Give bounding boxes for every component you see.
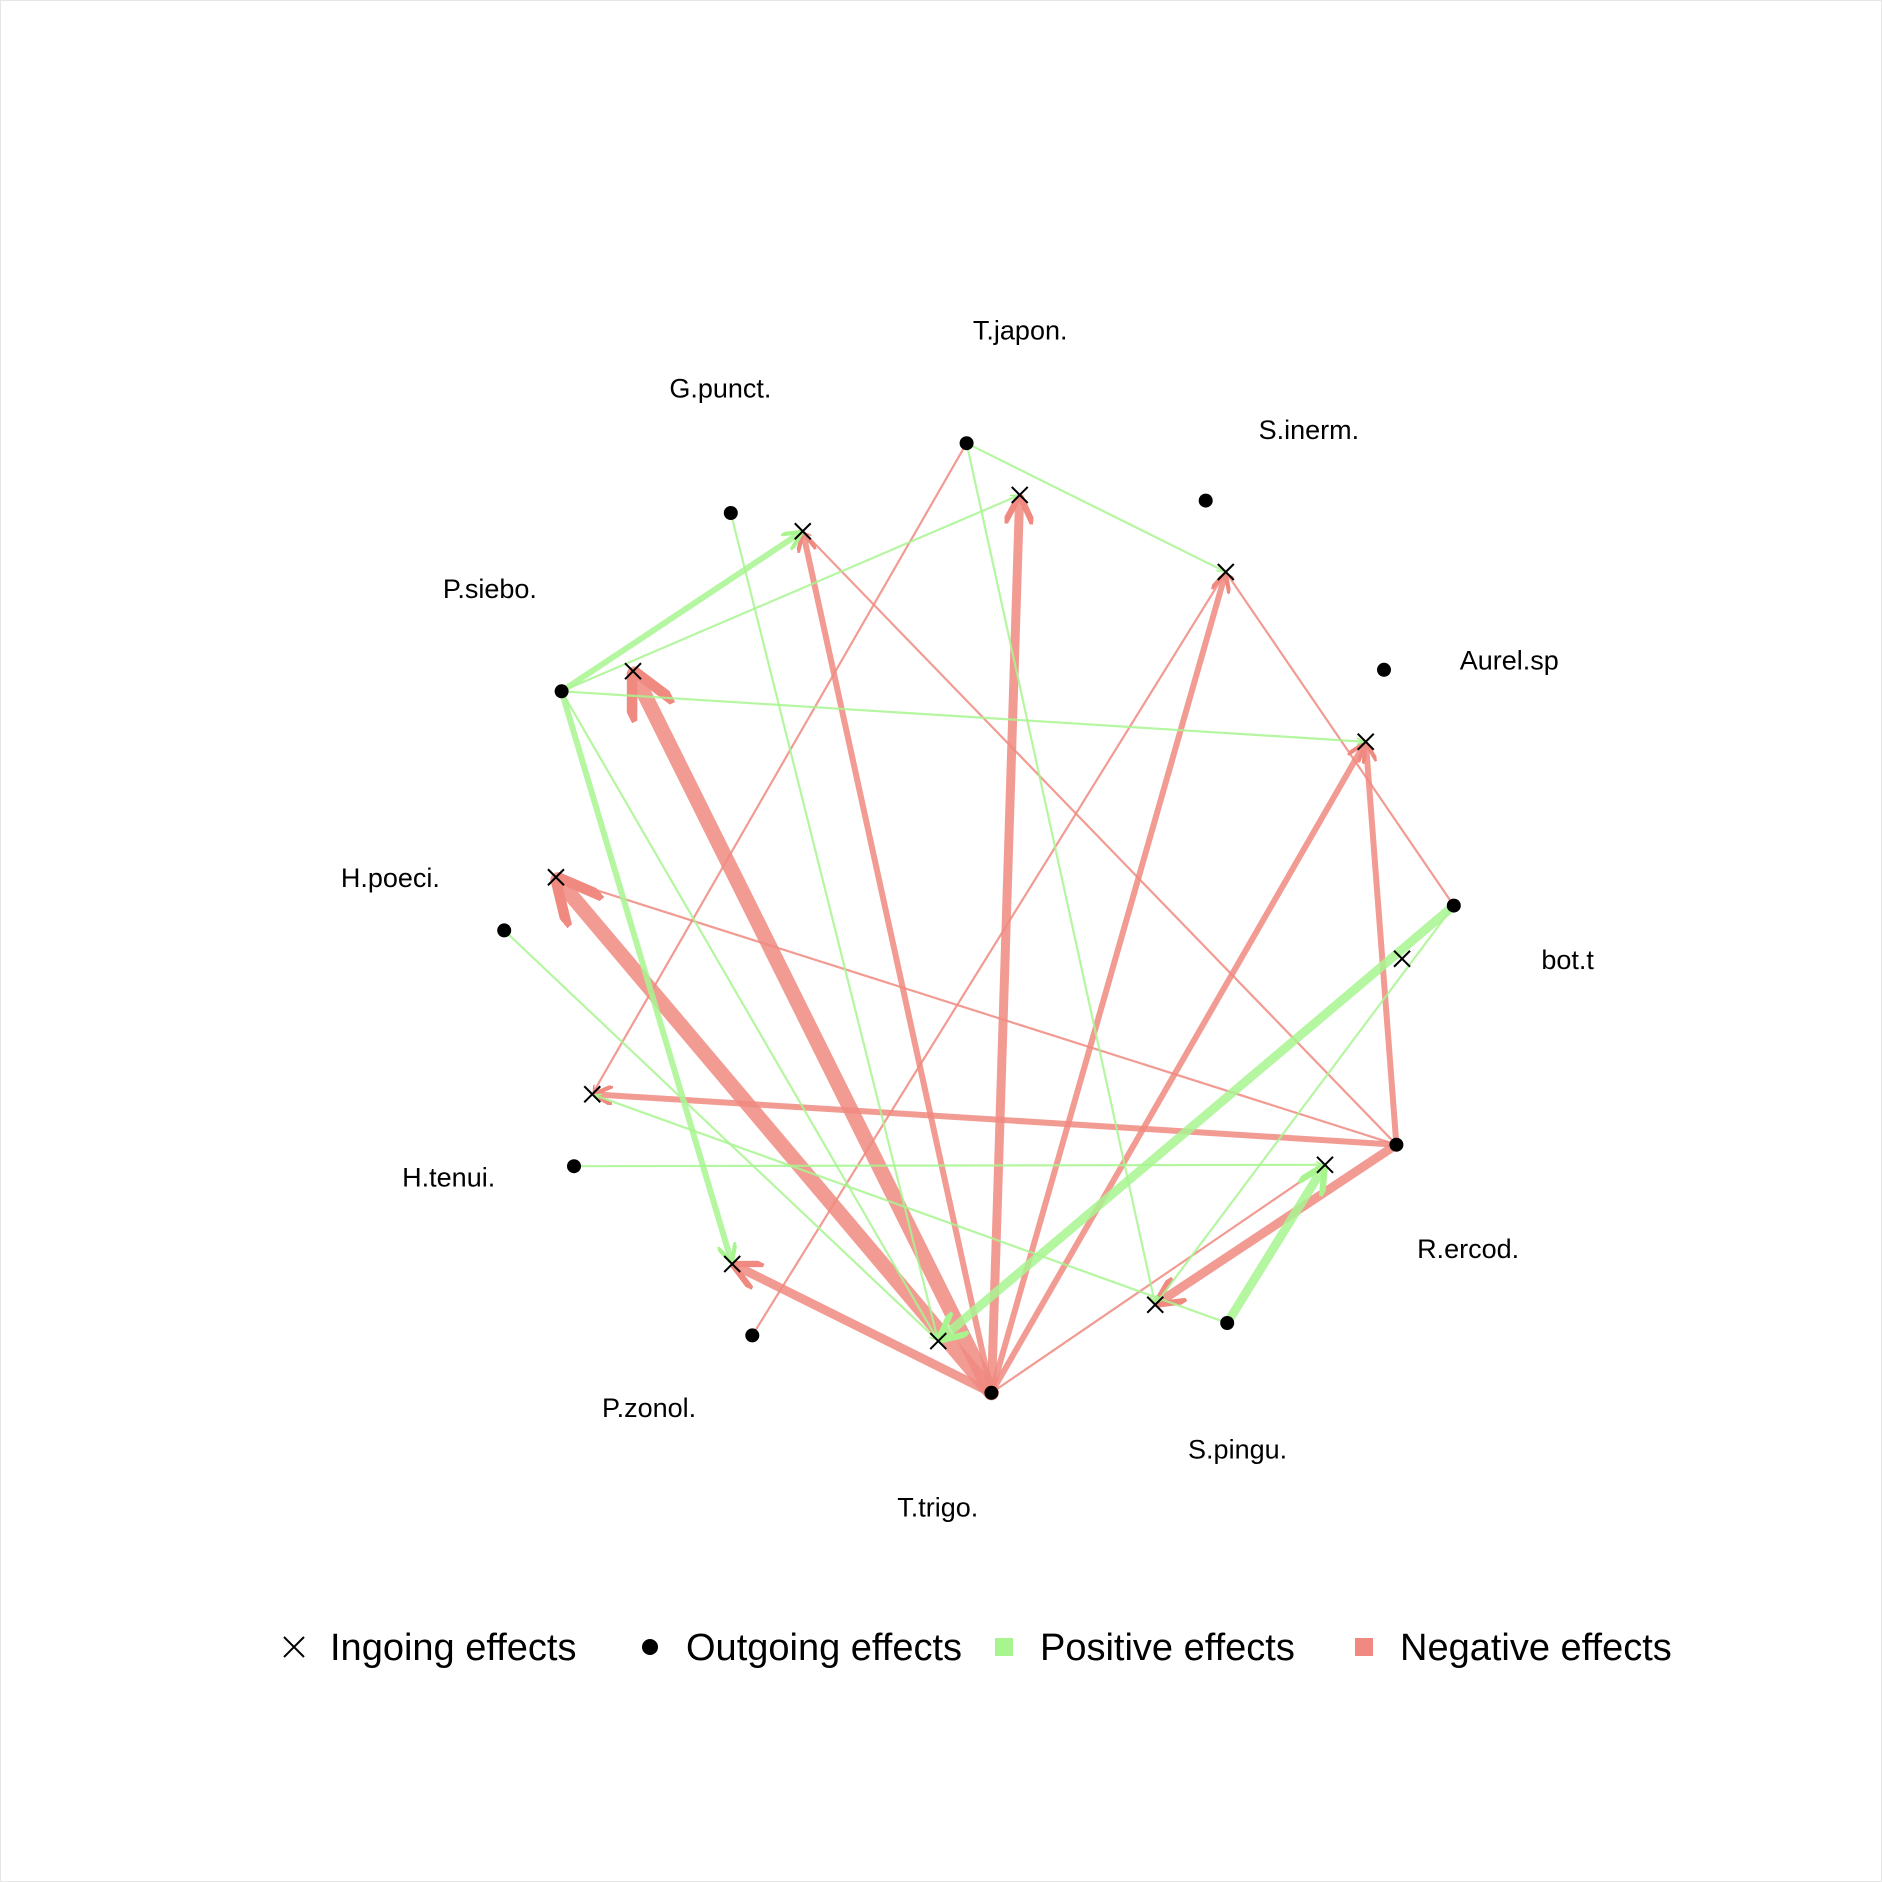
outgoing-dot-t-japon [959, 436, 974, 451]
legend-label: Ingoing effects [330, 1627, 576, 1669]
edge-p-zonol-to-s-inerm [751, 575, 1224, 1337]
legend-item-outgoing-effects: Outgoing effects [642, 1627, 962, 1669]
edge-p-siebo-to-aurel-sp [560, 690, 1364, 741]
ingoing-cross-h-tenui [583, 1085, 601, 1103]
outgoing-dot-s-inerm [1198, 493, 1213, 508]
edge-t-trigo-to-t-japon [986, 493, 1019, 1398]
legend: Ingoing effects Outgoing effects Positive … [283, 1627, 1672, 1669]
node-label-s-pingu: S.pingu. [1188, 1434, 1287, 1464]
ingoing-cross-h-poeci [547, 868, 565, 886]
ingoing-cross-r-ercod [1316, 1156, 1334, 1174]
edge-s-pingu-to-r-ercod [1222, 1167, 1323, 1328]
outgoing-dot-p-siebo [554, 684, 569, 699]
edge-t-trigo-to-p-siebo [634, 674, 999, 1401]
ingoing-cross-p-zonol [723, 1255, 741, 1273]
outgoing-dot-h-tenui [567, 1159, 581, 1174]
outgoing-dot-p-zonol [745, 1328, 760, 1343]
edge-p-siebo-to-g-punct [558, 533, 801, 695]
edge-t-trigo-to-s-inerm [988, 575, 1225, 1396]
ingoing-cross-s-pingu [1146, 1296, 1164, 1314]
ingoing-cross-p-siebo [624, 662, 642, 680]
node-label-bot-t: bot.t [1541, 945, 1594, 975]
ingoing-cross-aurel-sp [1357, 733, 1375, 751]
legend-label: Positive effects [1040, 1627, 1295, 1669]
edge-r-ercod-to-h-tenui [592, 1094, 1400, 1148]
node-label-aurel-sp: Aurel.sp [1460, 645, 1559, 675]
edge-g-punct-to-t-trigo [729, 511, 938, 1338]
edge-t-trigo-to-g-punct [803, 534, 995, 1396]
outgoing-dot-r-ercod [1389, 1137, 1404, 1152]
legend-item-ingoing-effects: Ingoing effects [283, 1627, 576, 1669]
node-label-t-japon: T.japon. [973, 315, 1068, 345]
outgoing-dot-g-punct [723, 506, 738, 520]
edge-p-siebo-to-t-trigo [560, 690, 937, 1338]
edge-r-ercod-to-s-pingu [1158, 1140, 1401, 1303]
outgoing-dot-t-trigo [984, 1385, 999, 1400]
node-label-t-trigo: T.trigo. [897, 1493, 978, 1523]
legend-item-positive-effects: Positive effects [995, 1627, 1295, 1669]
edge-p-siebo-to-t-japon [560, 496, 1017, 693]
edges [503, 442, 1459, 1401]
node-label-h-tenui: H.tenui. [402, 1163, 495, 1193]
legend-swatch-icon [995, 1638, 1013, 1656]
edge-t-trigo-to-aurel-sp [988, 744, 1364, 1396]
edge-t-japon-to-s-pingu [965, 442, 1155, 1302]
legend-dot-icon [642, 1639, 658, 1655]
legend-item-negative-effects: Negative effects [1355, 1627, 1672, 1669]
node-label-g-punct: G.punct. [669, 374, 771, 404]
ingoing-cross-t-japon [1011, 486, 1029, 504]
edge-r-ercod-to-aurel-sp [1366, 741, 1400, 1148]
ingoing-cross-bot-t [1393, 950, 1411, 968]
legend-label: Negative effects [1400, 1627, 1672, 1669]
outgoing-dot-aurel-sp [1377, 662, 1391, 677]
node-markers [497, 436, 1461, 1400]
legend-label: Outgoing effects [686, 1627, 962, 1669]
node-label-s-inerm: S.inerm. [1259, 415, 1360, 445]
edge-t-japon-to-s-inerm [965, 442, 1224, 571]
edge-r-ercod-to-h-poeci [559, 878, 1398, 1146]
edge-h-tenui-to-r-ercod [572, 1165, 1324, 1166]
node-label-p-siebo: P.siebo. [443, 574, 537, 604]
node-label-r-ercod: R.ercod. [1417, 1234, 1519, 1264]
legend-swatch-icon [1355, 1638, 1373, 1656]
legend-cross-icon [283, 1636, 305, 1658]
edge-h-poeci-to-t-trigo [503, 929, 936, 1339]
edge-bot-t-to-t-trigo [941, 901, 1459, 1340]
ingoing-cross-s-inerm [1217, 563, 1235, 581]
node-labels: T.japon. S.inerm. Aurel.sp bot.tR.ercod. S.p… [341, 315, 1594, 1522]
edge-t-japon-to-h-tenui [594, 442, 968, 1091]
edge-s-pingu-to-h-tenui [595, 1095, 1229, 1325]
edge-t-trigo-to-p-zonol [735, 1265, 996, 1398]
ingoing-cross-g-punct [794, 522, 812, 540]
outgoing-dot-s-pingu [1220, 1316, 1235, 1330]
outgoing-dot-h-poeci [497, 923, 512, 938]
outgoing-dot-bot-t [1446, 898, 1461, 913]
ingoing-cross-t-trigo [929, 1332, 947, 1350]
node-label-p-zonol: P.zonol. [602, 1393, 696, 1423]
node-label-h-poeci: H.poeci. [341, 863, 440, 893]
edge-bot-t-to-s-pingu [1157, 904, 1455, 1303]
